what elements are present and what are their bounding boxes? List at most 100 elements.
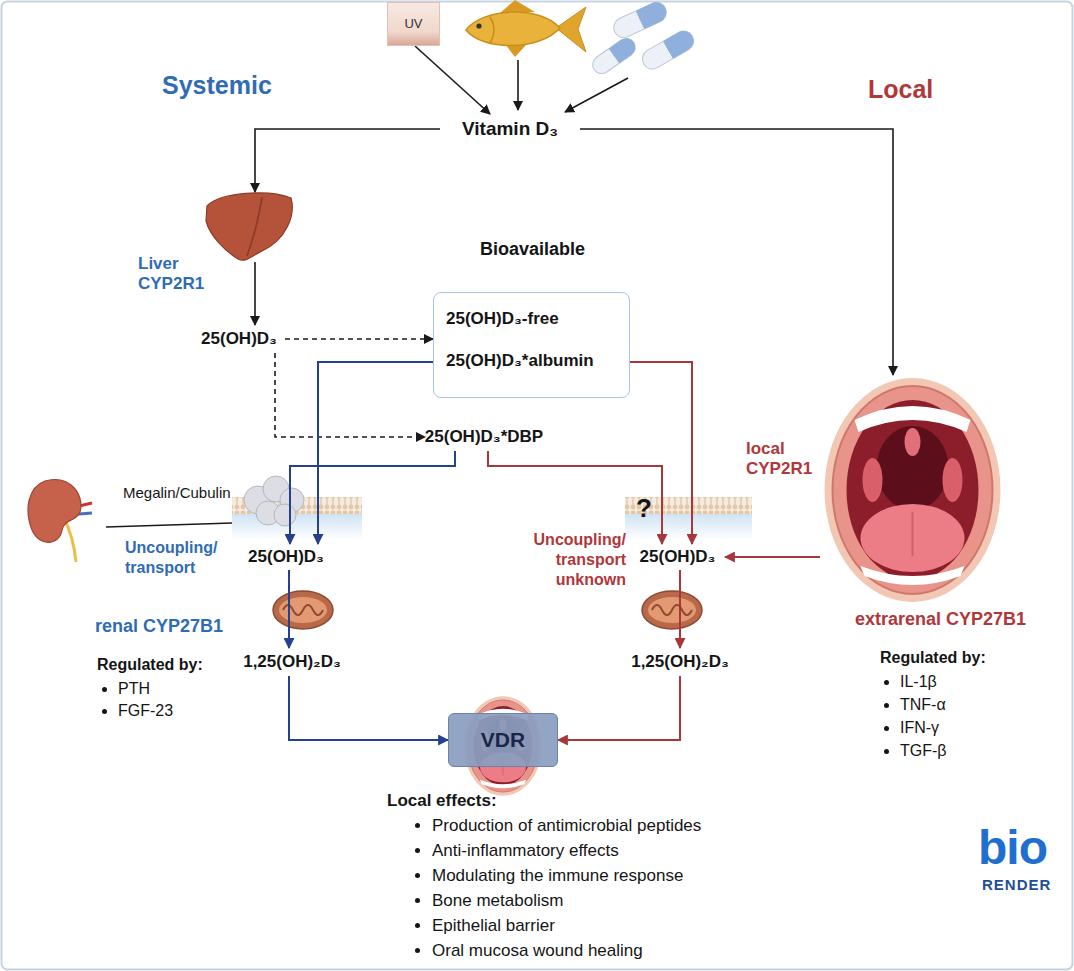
source-arrows bbox=[518, 60, 628, 112]
flow-arrow bbox=[275, 353, 425, 437]
mitochondrion bbox=[642, 591, 702, 629]
supplement-capsules bbox=[636, 0, 670, 29]
fish-illustration bbox=[490, 17, 494, 43]
supplement-capsules bbox=[663, 35, 683, 58]
supplement-capsules bbox=[636, 6, 655, 29]
node-text: Vitamin D₃ bbox=[462, 118, 558, 141]
metabolite-label: 25(OH)D₃ bbox=[193, 325, 285, 353]
node-text: local CYP2R1 bbox=[746, 439, 818, 480]
uv-skin-box: UV bbox=[387, 2, 440, 46]
fish-illustration bbox=[466, 0, 586, 57]
part-name: Megalin/Cubulin bbox=[123, 484, 195, 503]
supplement-capsules bbox=[639, 27, 697, 72]
metabolite-label: 1,25(OH)₂D₃ bbox=[240, 648, 344, 676]
list-item: IL-1β bbox=[900, 672, 937, 692]
flow-arrow bbox=[254, 262, 256, 325]
fish-illustration bbox=[476, 23, 481, 28]
source-arrows bbox=[517, 60, 519, 110]
bioavailable-box: Bioavailable25(OH)D₃-free25(OH)D₃*albumi… bbox=[433, 292, 630, 398]
compound-label: Vitamin D₃ bbox=[440, 114, 580, 144]
source-arrows bbox=[565, 78, 628, 112]
flow-arrow bbox=[288, 570, 290, 648]
node-text: 25(OH)D₃ bbox=[201, 329, 277, 349]
node-text: 25(OH)D₃*DBP bbox=[425, 427, 543, 447]
process-note: Uncoupling/ transport bbox=[125, 538, 235, 578]
liver-illustration bbox=[206, 193, 292, 260]
oral-cavity-node: local CYP2R1 bbox=[820, 375, 1005, 603]
cell-membrane bbox=[232, 514, 362, 540]
node-text: 1,25(OH)₂D₃ bbox=[243, 652, 341, 672]
list-heading: Regulated by: bbox=[880, 648, 986, 668]
list-item: Epithelial barrier bbox=[432, 915, 555, 936]
list-item: Modulating the immune response bbox=[432, 865, 683, 886]
mitochondrion bbox=[273, 591, 333, 629]
enzyme-name: extrarenal CYP27B1 bbox=[855, 608, 1026, 631]
supplement-capsules bbox=[609, 35, 639, 64]
flow-arrow bbox=[289, 676, 448, 740]
flow-arrow bbox=[285, 338, 433, 340]
list-item: Oral mucosa wound healing bbox=[432, 940, 643, 961]
list-item: IFN-γ bbox=[900, 718, 939, 738]
megalin-cubulin-receptor bbox=[244, 476, 304, 526]
list-heading: Regulated by: bbox=[97, 655, 203, 675]
flow-arrow bbox=[290, 451, 455, 544]
supplement-capsules bbox=[589, 35, 639, 77]
watermark: RENDER bbox=[982, 876, 1051, 895]
node-text: 25(OH)D₃ bbox=[640, 547, 716, 567]
node-text: 25(OH)D₃-free bbox=[446, 309, 559, 329]
liver-illustration bbox=[247, 197, 262, 256]
flow-arrow bbox=[415, 46, 490, 114]
liver-illustration bbox=[206, 193, 292, 260]
list-item: Anti-inflammatory effects bbox=[432, 840, 619, 861]
megalin-cubulin-receptor bbox=[274, 504, 296, 526]
flow-arrow bbox=[318, 362, 433, 544]
mitochondrion bbox=[648, 597, 696, 623]
metabolite-label: 1,25(OH)₂D₃ bbox=[628, 648, 732, 676]
node-text: Liver CYP2R1 bbox=[138, 254, 218, 295]
liver-node: Liver CYP2R1 bbox=[200, 192, 295, 262]
node-text: 25(OH)D₃*albumin bbox=[446, 351, 594, 371]
mitochondrion bbox=[273, 591, 333, 629]
node-heading: Bioavailable bbox=[434, 239, 631, 261]
metabolite-label: 25(OH)D₃*DBP bbox=[425, 423, 543, 451]
watermark: bio bbox=[978, 824, 1047, 872]
list-item: FGF-23 bbox=[118, 701, 173, 721]
kidney-illustration bbox=[28, 480, 92, 562]
mitochondrion bbox=[652, 605, 692, 615]
node-text: VDR bbox=[481, 727, 525, 752]
node-text: 25(OH)D₃ bbox=[248, 547, 324, 567]
kidney-illustration bbox=[64, 518, 76, 562]
oral-cavity-illustration bbox=[825, 378, 1001, 602]
metabolite-label: 25(OH)D₃ bbox=[630, 544, 725, 570]
kidney-illustration bbox=[28, 480, 81, 543]
enzyme-name: renal CYP27B1 bbox=[95, 615, 223, 638]
unknown-mark: ? bbox=[636, 492, 652, 525]
supplement-capsules bbox=[589, 0, 697, 77]
metabolite-label: 25(OH)D₃ bbox=[240, 544, 332, 570]
list-item: Production of antimicrobial peptides bbox=[432, 815, 701, 836]
process-note: Uncoupling/ transport unknown bbox=[528, 530, 626, 590]
supplement-capsules bbox=[609, 43, 628, 63]
list-item: PTH bbox=[118, 679, 150, 699]
receptor-box: VDR bbox=[448, 713, 558, 767]
flow-arrow bbox=[255, 129, 440, 192]
flow-arrow bbox=[488, 451, 662, 544]
fish-illustration bbox=[500, 0, 535, 13]
supplement-capsules bbox=[589, 35, 639, 77]
list-item: Bone metabolism bbox=[432, 890, 563, 911]
supplement-capsules bbox=[610, 0, 669, 41]
node-text: UV bbox=[404, 16, 422, 32]
fish-illustration bbox=[556, 7, 586, 52]
list-item: TGF-β bbox=[900, 741, 947, 761]
supplement-capsules bbox=[663, 27, 697, 58]
mitochondrion bbox=[279, 597, 327, 623]
fish-illustration bbox=[466, 12, 560, 45]
supplement-capsules bbox=[639, 27, 697, 72]
side-heading: Systemic bbox=[162, 70, 272, 101]
supplement-capsules bbox=[610, 0, 669, 41]
flow-arrow bbox=[679, 570, 681, 648]
side-heading: Local bbox=[868, 74, 933, 105]
flow-arrow bbox=[725, 556, 820, 558]
